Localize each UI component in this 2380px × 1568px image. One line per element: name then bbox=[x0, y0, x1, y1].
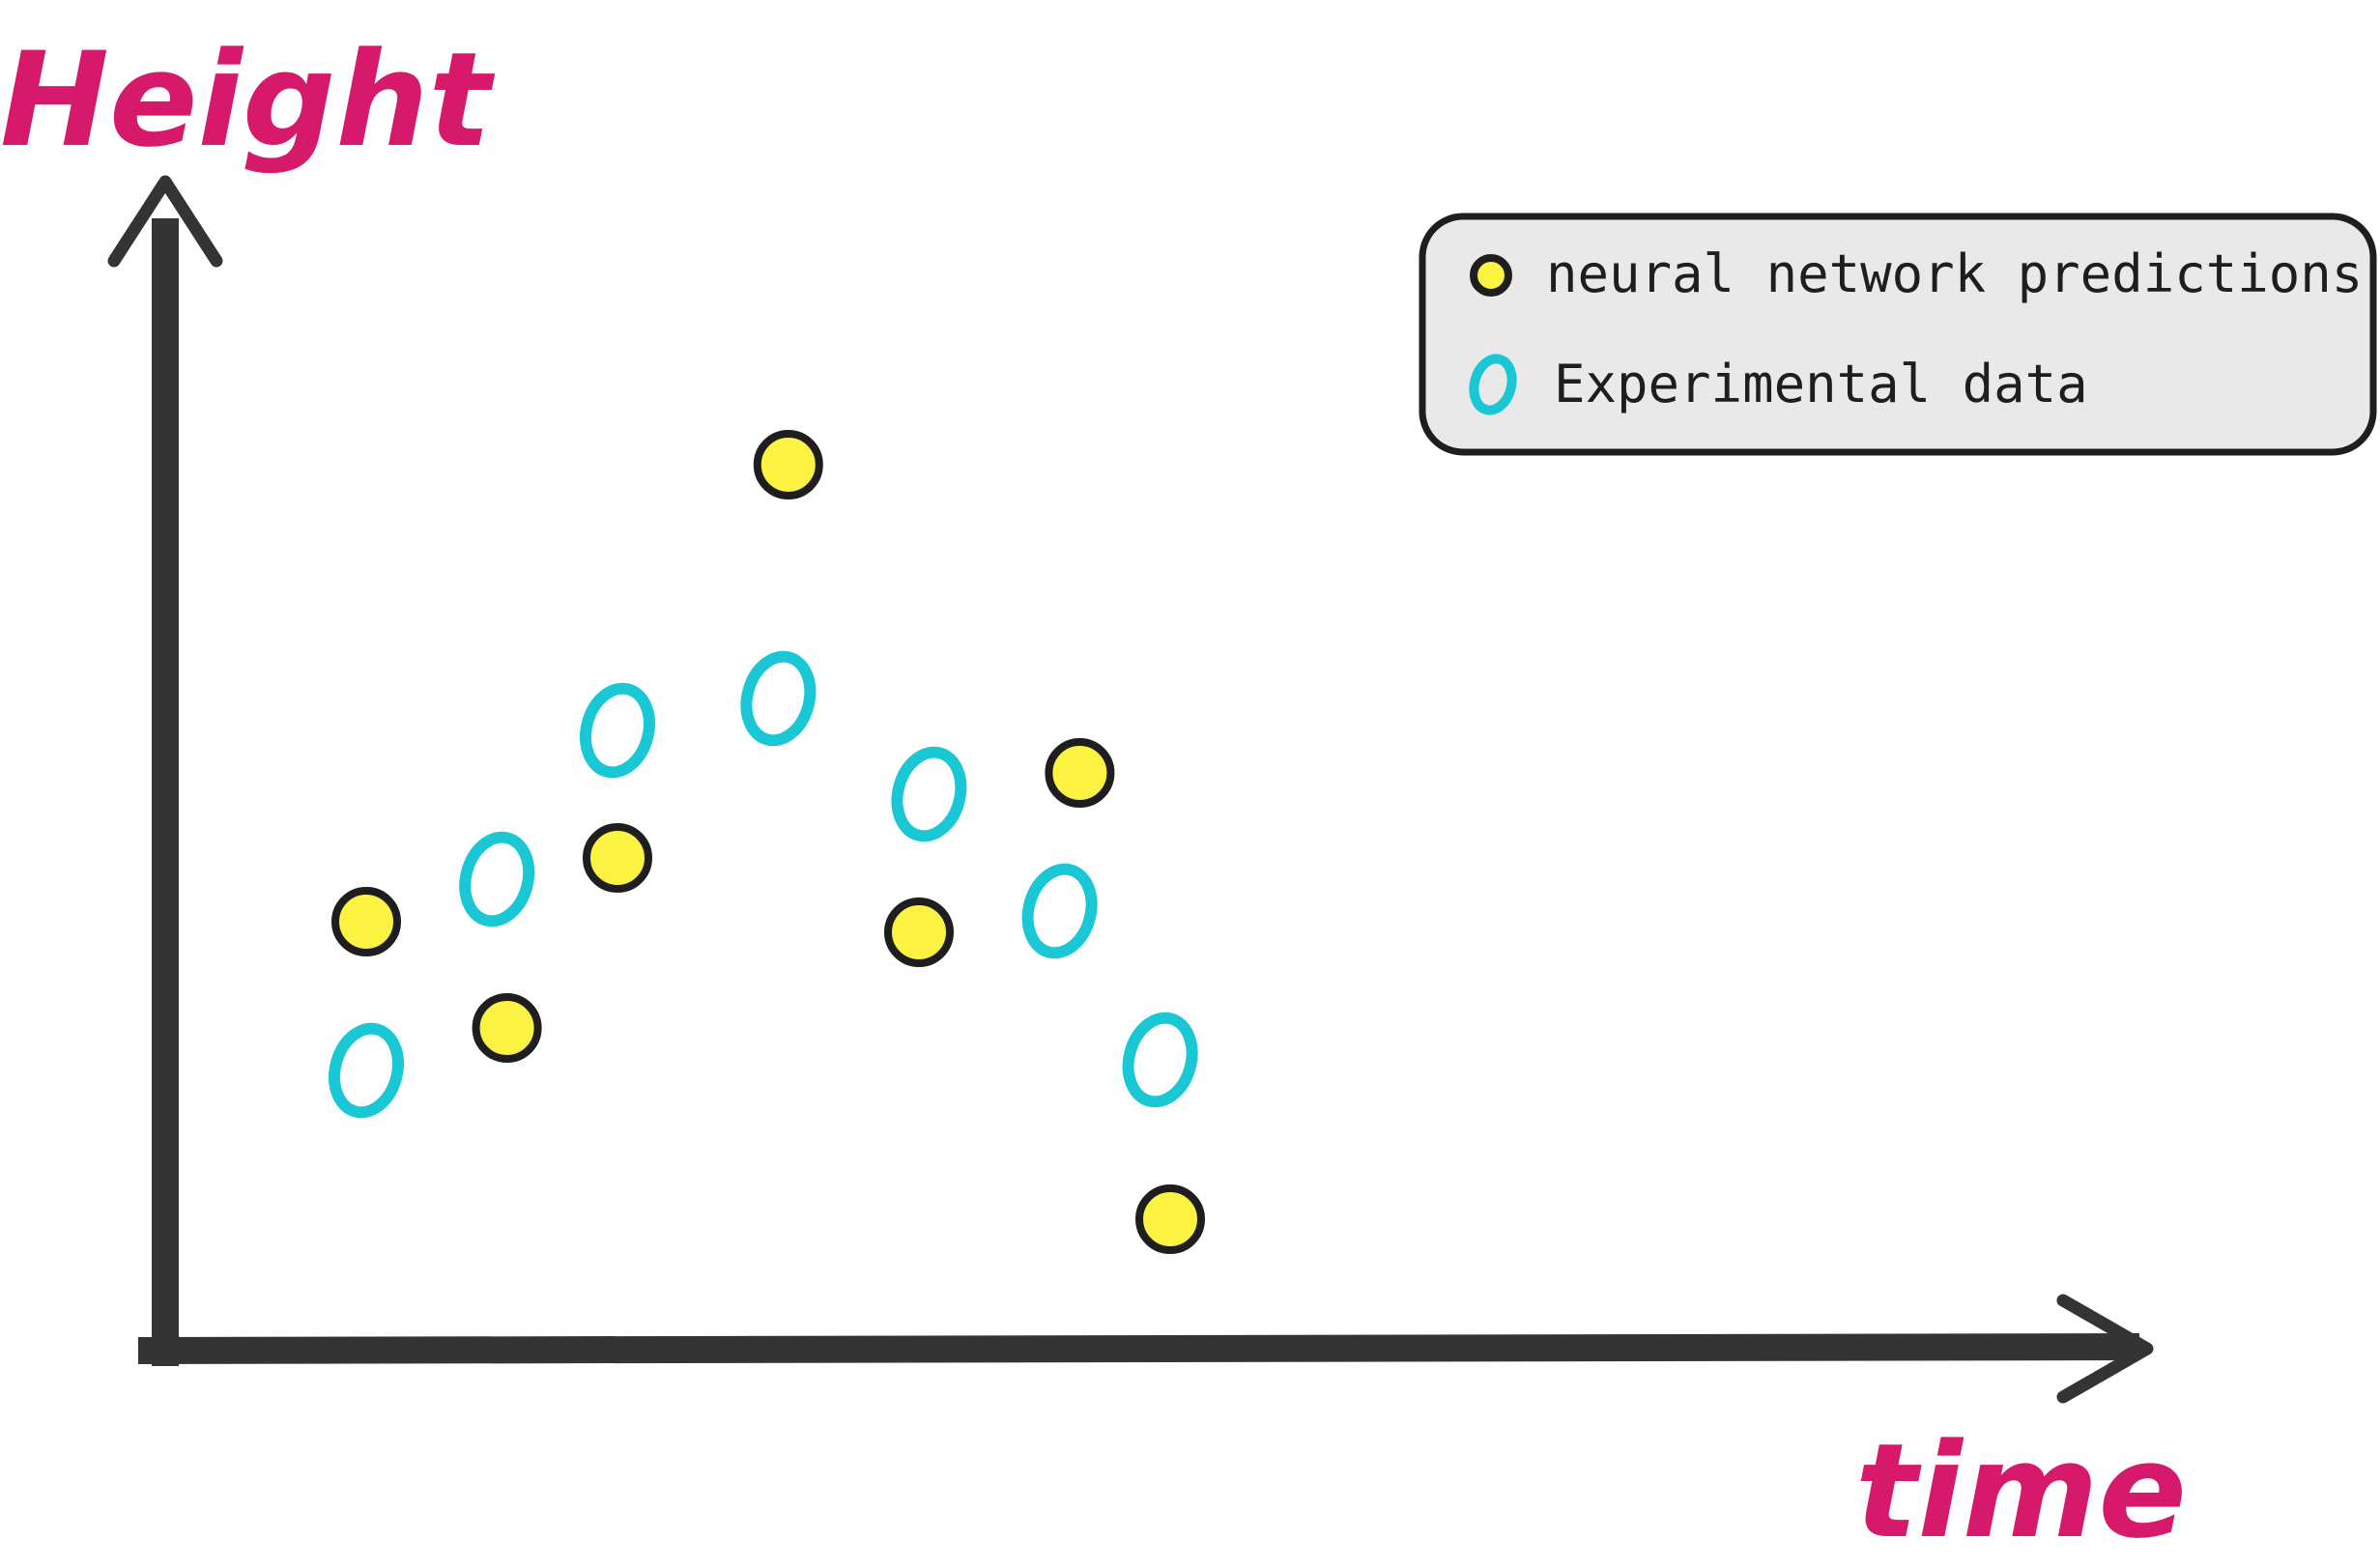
y-axis-title: Height bbox=[0, 24, 496, 176]
legend-marker-experimental bbox=[1469, 354, 1517, 415]
prediction-point-7 bbox=[1135, 1184, 1205, 1254]
experimental-point-3 bbox=[580, 682, 655, 779]
prediction-point-1 bbox=[331, 887, 401, 956]
axes bbox=[107, 175, 2154, 1404]
legend-label-experimental: Experimental data bbox=[1554, 354, 2088, 414]
prediction-point-5 bbox=[884, 898, 954, 967]
legend: neural network predictions Experimental … bbox=[1419, 213, 2377, 456]
y-axis-arrow bbox=[107, 175, 223, 268]
prediction-point-3 bbox=[583, 823, 652, 893]
experimental-point-5 bbox=[891, 746, 967, 842]
legend-box bbox=[1419, 213, 2377, 456]
experimental-point-2 bbox=[459, 831, 535, 927]
prediction-point-4 bbox=[753, 430, 823, 499]
experimental-point-6 bbox=[1021, 863, 1098, 959]
plot-area bbox=[329, 430, 1205, 1254]
experimental-point-7 bbox=[1122, 1012, 1198, 1108]
x-axis-arrow bbox=[2056, 1294, 2154, 1404]
legend-label-predictions: neural network predictions bbox=[1546, 243, 2363, 304]
legend-marker-predictions bbox=[1470, 254, 1512, 297]
series-predictions bbox=[331, 430, 1205, 1254]
experimental-point-1 bbox=[329, 1022, 404, 1119]
x-axis-line bbox=[137, 1332, 2140, 1365]
prediction-point-6 bbox=[1045, 738, 1115, 808]
prediction-point-2 bbox=[472, 993, 542, 1063]
x-axis-title: time bbox=[1855, 1415, 2187, 1567]
series-experimental bbox=[329, 650, 1198, 1119]
experimental-point-4 bbox=[740, 650, 817, 747]
